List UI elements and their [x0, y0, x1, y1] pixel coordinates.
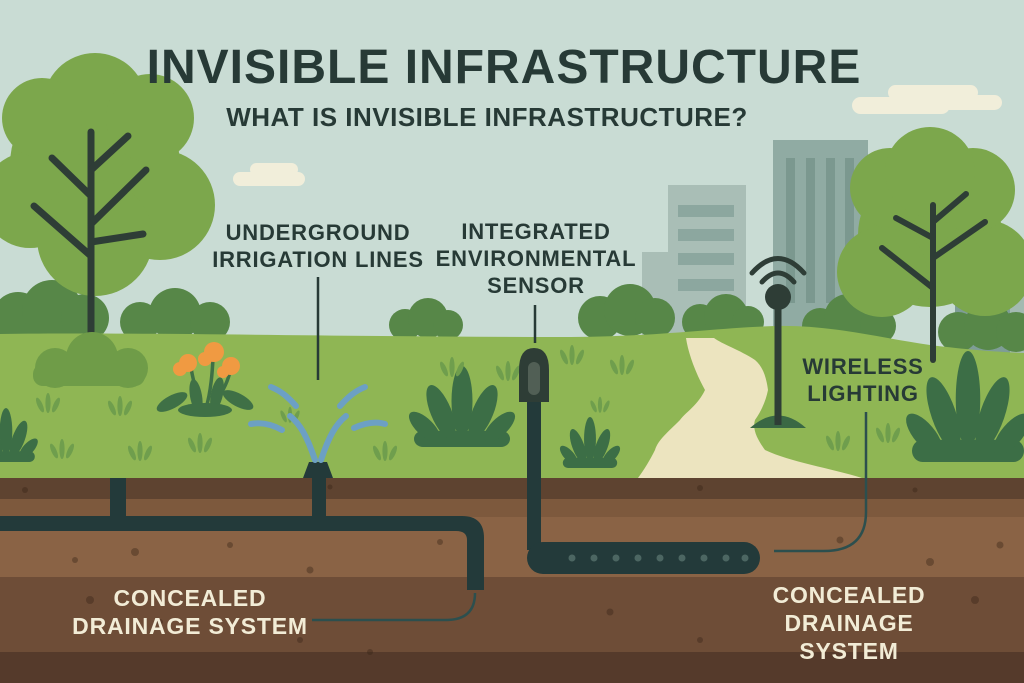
wifi-icon — [749, 256, 807, 285]
soil-cross-section — [0, 478, 1024, 683]
walkway-path — [638, 338, 862, 478]
environmental-sensor — [519, 348, 549, 402]
flower-blossoms — [173, 342, 240, 378]
horizon-bushes — [0, 280, 1024, 352]
drainage-pipe — [527, 398, 760, 574]
page-title: INVISIBLE INFRASTRUCTURE — [146, 41, 862, 94]
cloud-icon-right — [852, 85, 1002, 114]
irrigation-pipe — [0, 476, 484, 590]
tree-right — [837, 127, 1024, 363]
page-subtitle: WHAT IS INVISIBLE INFRASTRUCTURE? — [226, 102, 748, 132]
tree-base-bush — [33, 332, 148, 388]
callout-drainage-right: CONCEALED DRAINAGE SYSTEM — [772, 582, 926, 665]
cloud-icon-left — [233, 163, 305, 186]
callout-wireless-lighting: WIRELESS LIGHTING — [802, 354, 924, 406]
callout-environmental-sensor: INTEGRATED ENVIRONMENTAL SENSOR — [435, 219, 637, 298]
flower-bed — [156, 342, 254, 417]
water-spray — [248, 384, 388, 463]
callout-leaders — [316, 277, 537, 380]
sprinkler — [248, 384, 388, 478]
tree-left — [0, 53, 215, 388]
callout-irrigation-lines: UNDERGROUND IRRIGATION LINES — [212, 220, 424, 272]
grass-field — [0, 325, 1024, 478]
leader-drainage-left — [312, 592, 477, 622]
callout-drainage-left: CONCEALED DRAINAGE SYSTEM — [72, 585, 308, 640]
wireless-light-pole — [749, 256, 807, 428]
leader-wireless — [774, 412, 868, 553]
